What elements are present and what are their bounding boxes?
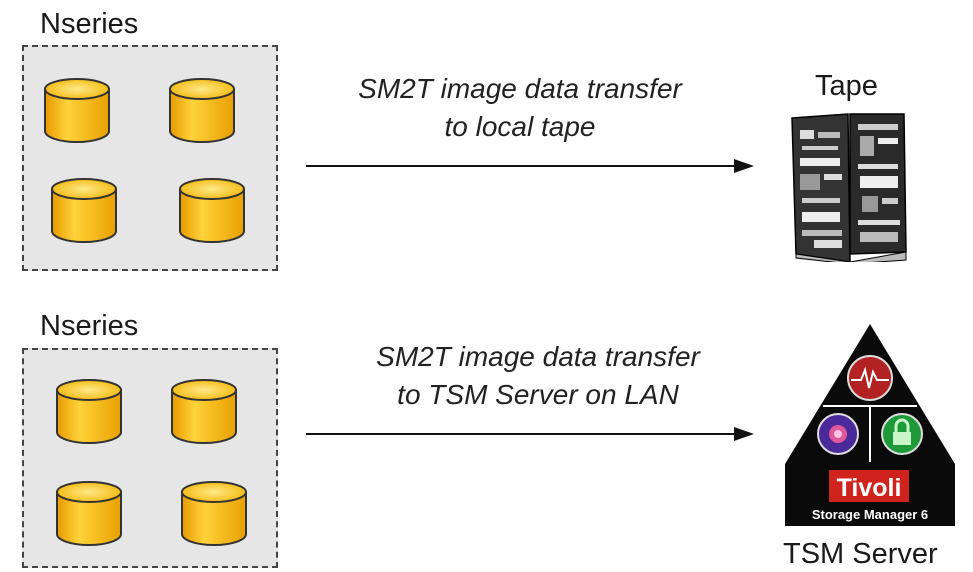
disk-icon xyxy=(49,177,119,243)
nseries-label-bottom: Nseries xyxy=(40,310,139,342)
tsm-server-label: TSM Server xyxy=(783,538,938,570)
disk-icon xyxy=(179,480,249,546)
nseries-storage-box-bottom xyxy=(22,348,278,568)
tape-library-icon xyxy=(791,113,907,262)
tape-label: Tape xyxy=(815,70,878,102)
transfer-caption-top: SM2T image data transfer to local tape xyxy=(300,70,740,146)
caption-line: to local tape xyxy=(444,111,596,142)
caption-line: SM2T image data transfer xyxy=(358,73,682,104)
disk-icon xyxy=(177,177,247,243)
transfer-arrow-bottom xyxy=(306,427,754,441)
disk-icon xyxy=(42,77,112,143)
disk-icon xyxy=(167,77,237,143)
disk-icon xyxy=(54,480,124,546)
tsm-product-text: Storage Manager 6 xyxy=(812,507,928,522)
tsm-logo-icon: Tivoli Storage Manager 6 xyxy=(785,324,955,526)
transfer-caption-bottom: SM2T image data transfer to TSM Server o… xyxy=(318,338,758,414)
disk-icon xyxy=(169,378,239,444)
nseries-storage-box-top xyxy=(22,45,278,271)
nseries-label-top: Nseries xyxy=(40,8,139,40)
disk-icon xyxy=(54,378,124,444)
caption-line: to TSM Server on LAN xyxy=(397,379,679,410)
tivoli-brand-text: Tivoli xyxy=(837,474,902,502)
transfer-arrow-top xyxy=(306,159,754,173)
caption-line: SM2T image data transfer xyxy=(376,341,700,372)
